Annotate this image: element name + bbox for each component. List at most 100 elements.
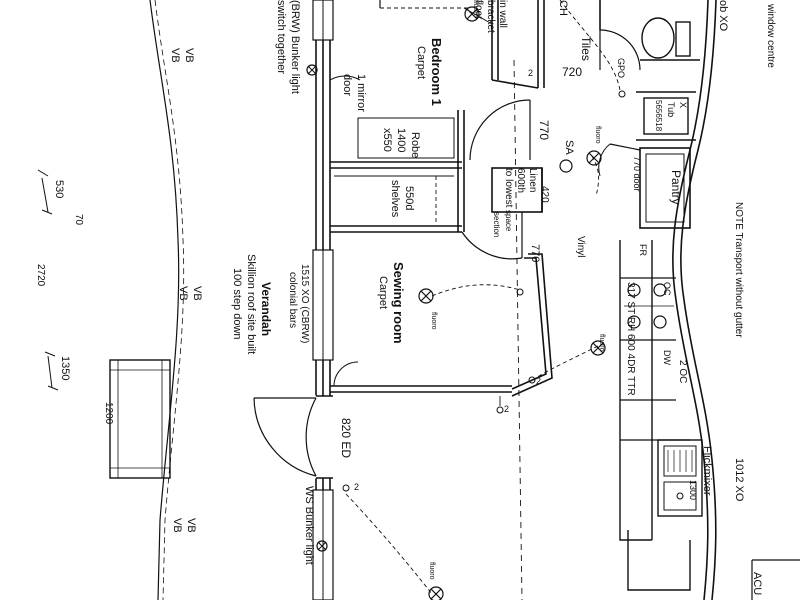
- dim-1350-line: [47, 355, 53, 389]
- label-switch-together: switch together: [275, 0, 287, 74]
- label-window-centre: window centre: [765, 3, 776, 68]
- door-820-swing: [305, 397, 317, 477]
- bunker-light-top-x2: [307, 65, 317, 75]
- bunker-light-bottom: [316, 540, 328, 552]
- label-brw-bunker: (BRW) Bunker light: [289, 0, 301, 94]
- label-bedroom-finish: Carpet: [415, 46, 427, 79]
- label-vb-5: VB: [185, 518, 197, 533]
- label-fluoro-2: fluoro: [430, 312, 437, 330]
- elec-run-2: [591, 155, 600, 197]
- hall-door-arc: [461, 231, 523, 260]
- label-robe: Robe: [409, 132, 421, 158]
- hob-3: [627, 315, 641, 329]
- toilet-cistern: [675, 21, 691, 57]
- label-dim-530: 530: [53, 180, 65, 198]
- toilet-bowl: [641, 17, 675, 59]
- label-colonial-bars: colonial bars: [287, 272, 298, 328]
- label-window-1515: 1515 XO (CBRW): [299, 264, 310, 343]
- label-tub-code: 5656518: [654, 100, 663, 132]
- pantry-box: [639, 147, 691, 229]
- door-820-gap: [311, 395, 335, 479]
- label-sa: SA: [563, 140, 575, 155]
- elec-run-1: [431, 284, 521, 297]
- label-tiles-dim: 720: [562, 65, 582, 79]
- label-space-2: section: [492, 212, 501, 237]
- door-820-arc: [253, 397, 317, 477]
- sewing-door-arc: [333, 361, 359, 387]
- label-in-wall: in wall: [497, 0, 508, 28]
- label-num-2-b: 2: [504, 404, 509, 414]
- hob-2: [653, 283, 667, 297]
- label-vinyl: Vinyl: [575, 236, 586, 258]
- tick-b: [41, 209, 53, 215]
- label-dim-770a: 770: [537, 120, 551, 140]
- east-wall-inner: [680, 0, 717, 601]
- tick-a: [37, 169, 49, 177]
- label-dim-770b: 770: [529, 244, 541, 262]
- label-ob-xo: ob XO: [717, 0, 729, 32]
- label-fluoro-5: fluoro: [472, 0, 479, 18]
- label-num-2-a: 2: [354, 482, 359, 492]
- label-tub: Tub: [666, 102, 676, 117]
- elec-run-5: [559, 0, 621, 91]
- sink-outer: [657, 439, 703, 517]
- hall-dash: [513, 59, 523, 601]
- label-sewing-finish: Carpet: [377, 276, 389, 309]
- switch-4: [618, 90, 626, 98]
- pantry-door-arc: [598, 143, 611, 177]
- label-num-2-c: 2: [536, 376, 541, 386]
- label-tub-x: X: [678, 102, 688, 108]
- label-skillion: Skillion roof site built: [245, 254, 257, 354]
- label-code-st: 317 ST RH 600 4DR TTR: [625, 282, 636, 396]
- elec-run-4: [345, 493, 433, 595]
- label-num-2-d: 2: [528, 68, 533, 78]
- sink-plug: [676, 492, 684, 500]
- label-dim-70: 70: [73, 214, 84, 226]
- plan-geometry: [37, 0, 800, 602]
- pantry-door-line: [609, 143, 641, 151]
- label-gpo: GPO: [616, 58, 626, 78]
- bottom-cabinet: [627, 530, 691, 591]
- tub-box: [643, 97, 689, 135]
- switch-5: [516, 288, 524, 296]
- smoke-alarm: [559, 159, 573, 173]
- label-dim-420: 420: [539, 186, 550, 203]
- label-dw: DW: [662, 350, 672, 365]
- label-dim-1350: 1350: [59, 356, 71, 380]
- label-vb-2: VB: [169, 48, 181, 63]
- label-ch: CH: [557, 0, 569, 16]
- elec-run-3: [535, 345, 599, 379]
- label-dim-1200: 1200: [103, 402, 114, 425]
- label-step-down: 100 step down: [231, 268, 243, 340]
- tick-c: [44, 351, 56, 357]
- label-oc: OC: [662, 282, 672, 296]
- hob-4: [653, 315, 667, 329]
- label-fluoro-3: fluoro: [598, 334, 605, 352]
- label-ws-bunker: WS Bunker light: [303, 486, 315, 565]
- label-shelves-2: shelves: [389, 180, 401, 218]
- pantry-inner: [645, 153, 685, 223]
- label-pantry: Pantry: [669, 170, 683, 205]
- label-sewing: Sewing room: [391, 262, 406, 344]
- site-curve-outer: [149, 0, 180, 601]
- label-window-1012: 1012 XO: [733, 458, 745, 502]
- label-floor: floor: [473, 0, 484, 20]
- label-dim-1300: 1300: [688, 480, 698, 500]
- label-bedroom: Bedroom 1: [429, 38, 444, 106]
- label-shelves-1: 550d: [403, 186, 415, 210]
- bath-door-arc: [469, 99, 531, 161]
- dim-530-line: [41, 177, 49, 213]
- label-space-1: space: [504, 210, 513, 232]
- label-note: NOTE Transport without gutter: [733, 202, 744, 338]
- label-tiles: Tiles: [579, 36, 593, 61]
- bunker-light-bottom-x2: [317, 541, 327, 551]
- label-fluoro-4: fluoro: [428, 562, 435, 580]
- label-vb-4: VB: [177, 286, 189, 301]
- label-vb-6: VB: [171, 518, 183, 533]
- bunker-light-top: [306, 64, 318, 76]
- site-curve-dashed: [154, 0, 185, 601]
- light-fitting-3: [590, 340, 606, 356]
- east-wall-outer: [672, 0, 709, 601]
- label-linen-3: to lowest: [503, 168, 514, 208]
